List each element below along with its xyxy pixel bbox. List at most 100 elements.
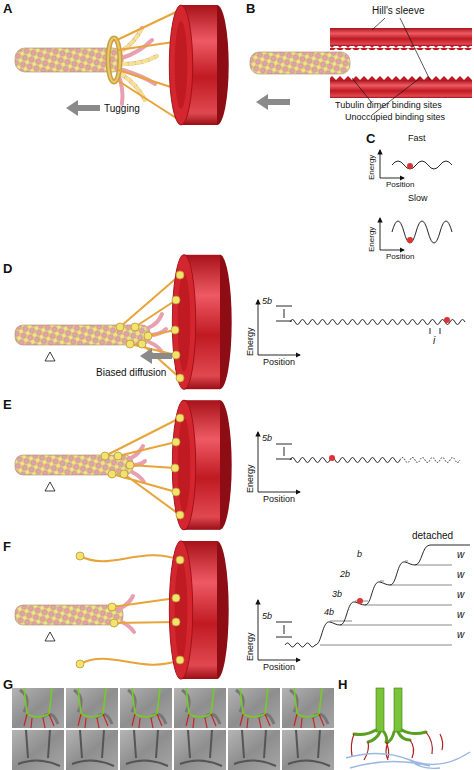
art-circle [76, 552, 84, 560]
art-circle [172, 488, 180, 496]
annotation-label: b [357, 550, 362, 559]
panel-c-art [380, 150, 452, 250]
art-use [120, 688, 172, 728]
state-dot [407, 237, 413, 243]
art-g [258, 545, 470, 660]
art-circle [138, 340, 146, 348]
art-rect [330, 28, 472, 46]
art-use [174, 730, 226, 770]
art-path [120, 275, 180, 378]
art-ellipse [108, 38, 120, 82]
art-path [380, 250, 404, 251]
art-use [120, 730, 172, 770]
art-path [380, 150, 381, 178]
annotation-label: Position [386, 253, 414, 261]
art-circle [176, 271, 184, 279]
art-circle [144, 332, 152, 340]
annotation-label: 5b [262, 612, 272, 621]
annotation-label: w [457, 630, 464, 640]
art-path [276, 622, 292, 637]
axis-label: Energy [246, 632, 255, 661]
axis-label: Energy [246, 464, 255, 493]
art-circle [172, 438, 180, 446]
art-path [258, 600, 259, 660]
annotation-label: Position [263, 495, 295, 504]
art-use [66, 688, 118, 728]
art-g [116, 271, 184, 382]
art-use [172, 400, 231, 530]
art-path [392, 161, 452, 169]
art-path [380, 218, 381, 250]
art-use [66, 730, 118, 770]
art-path [258, 300, 259, 355]
annotation-label: detached [412, 531, 453, 541]
art-rect [394, 688, 402, 732]
annotation-label: Fast [408, 134, 426, 143]
art-circle [114, 452, 122, 460]
panel-e-art [15, 400, 460, 530]
art-circle [176, 511, 184, 519]
art-path [112, 598, 176, 623]
art-polygon [140, 348, 172, 364]
art-path [354, 730, 426, 742]
axis-label: Energy [368, 227, 376, 252]
art-circle [172, 594, 180, 602]
art-path [285, 545, 470, 647]
panel-g-micrographs [12, 688, 334, 770]
art-circle [176, 656, 184, 664]
art-rect [330, 80, 472, 98]
annotation-label: 4b [324, 608, 334, 617]
annotation-label: Unoccupied binding sites [345, 113, 445, 122]
art-g [258, 300, 465, 355]
art-g [101, 414, 184, 519]
art-path [258, 660, 300, 661]
art-circle [110, 619, 118, 627]
art-use [169, 541, 228, 679]
annotation-label: w [457, 550, 464, 560]
annotation-label: Tugging [104, 104, 140, 114]
art-path [117, 12, 176, 118]
annotation-label: i [433, 336, 435, 346]
art-path [372, 18, 430, 80]
panel-f-art [15, 541, 470, 679]
art-circle [172, 296, 180, 304]
art-circle [108, 470, 116, 478]
art-rect [376, 688, 384, 732]
art-path [320, 565, 452, 645]
panel-letter: B [246, 2, 255, 15]
art-use [282, 730, 334, 770]
art-use [12, 688, 64, 728]
art-circle [171, 464, 179, 472]
panel-h-model [346, 688, 470, 768]
art-path [430, 328, 440, 334]
art-rect [330, 76, 472, 80]
art-circle [329, 455, 335, 461]
art-path [392, 221, 452, 243]
art-polygon [66, 100, 100, 116]
panel-letter: H [338, 678, 347, 691]
art-rect [250, 52, 350, 74]
art-polygon [45, 352, 55, 361]
panel-letter: E [3, 398, 12, 411]
art-rect [15, 605, 123, 625]
art-polygon [256, 94, 290, 110]
art-circle [126, 340, 134, 348]
art-polygon [45, 482, 55, 491]
art-use [228, 730, 280, 770]
panel-a-art [15, 5, 229, 125]
art-path [380, 178, 404, 179]
annotation-label: w [457, 570, 464, 580]
panel-letter: G [3, 678, 13, 691]
art-use [174, 688, 226, 728]
art-use [282, 688, 334, 728]
annotation-label: Hill's sleeve [372, 6, 424, 16]
art-path [258, 432, 259, 492]
art-circle [171, 326, 179, 334]
art-path [80, 555, 180, 664]
panel-letter: C [366, 132, 375, 145]
art-circle [357, 598, 363, 604]
art-use [12, 730, 64, 770]
art-path [258, 355, 300, 356]
